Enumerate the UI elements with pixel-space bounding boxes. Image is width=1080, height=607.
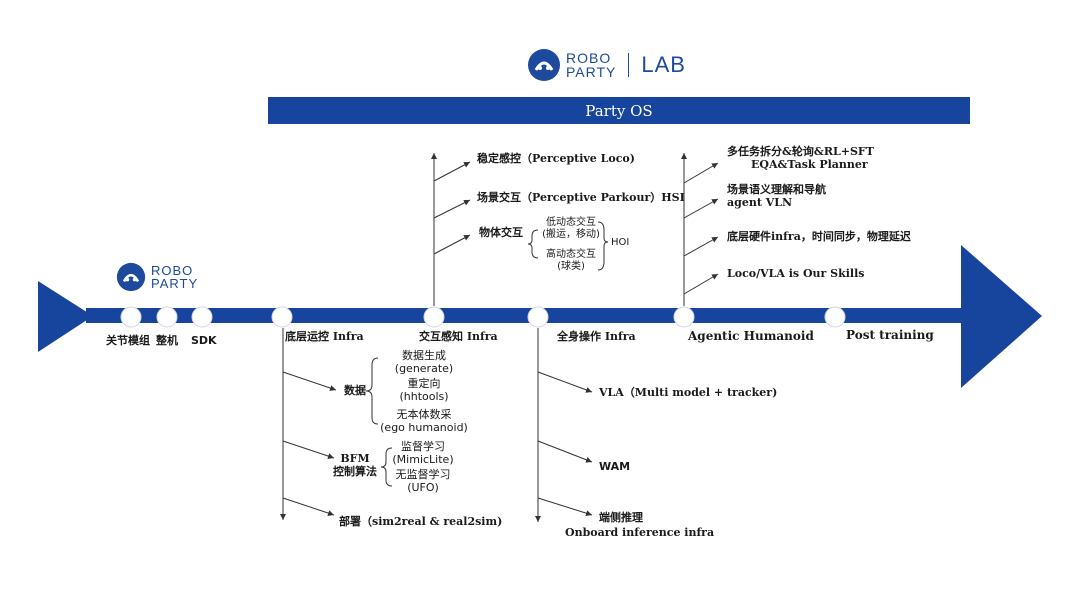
branch-onboard: [537, 497, 593, 517]
node-joint: [120, 306, 142, 328]
node-agentic: [673, 306, 695, 328]
bfm-item-title: 无监督学习: [395, 468, 451, 481]
branch-vln: [683, 198, 719, 219]
node-low-level: [271, 306, 293, 328]
data-item-sub: (ego humanoid): [380, 421, 468, 434]
agentic-item-planner: 多任务拆分&轮询&RL+SFT EQA&Task Planner: [727, 145, 874, 171]
party-os-bar: Party OS: [268, 97, 970, 124]
node-post-training: [824, 306, 846, 328]
timeline-bar: [86, 308, 966, 323]
bfm-label: BFM 控制算法: [328, 452, 382, 478]
node-sdk: [191, 306, 213, 328]
bfm-subtitle: 控制算法: [333, 465, 377, 478]
timeline-tail: [38, 281, 93, 352]
logo-divider: [628, 53, 630, 77]
branch-skills: [683, 273, 719, 295]
object-sub-detail: (搬运，移动): [542, 229, 600, 240]
object-sub-title: 低动态交互: [546, 217, 596, 228]
stage-label-sdk: SDK: [191, 334, 217, 347]
data-item-retarget: 重定向 (hhtools): [384, 377, 464, 403]
whole-body-item-wam: WAM: [599, 460, 631, 473]
interaction-item-parkour: 场景交互（Perceptive Parkour）HSI: [477, 191, 685, 204]
branch-parkour: [433, 199, 471, 219]
agentic-item-sub: EQA&Task Planner: [751, 158, 868, 171]
data-label: 数据: [344, 384, 366, 397]
whole-body-item-vla: VLA（Multi model + tracker): [599, 386, 778, 399]
hoi-label: HOI: [611, 237, 630, 248]
stage-label-low-level: 底层运控 Infra: [285, 330, 364, 343]
bfm-item-title: 监督学习: [401, 440, 445, 453]
whole-body-item-onboard-sub: Onboard inference infra: [565, 526, 715, 539]
agentic-item-vln: 场景语义理解和导航 agent VLN: [727, 183, 826, 209]
object-sub-high: 高动态交互 (球类): [538, 249, 604, 273]
node-whole-body: [527, 306, 549, 328]
branch-planner: [683, 162, 719, 184]
data-item-title: 数据生成: [402, 349, 446, 362]
hoi-brace: [597, 221, 609, 271]
object-sub-low: 低动态交互 (搬运，移动): [538, 217, 604, 241]
branch-deploy: [282, 497, 335, 516]
timeline-arrowhead: [961, 245, 1042, 388]
stage-label-joint: 关节模组: [106, 334, 150, 347]
object-brace: [527, 229, 539, 259]
object-sub-detail: (球类): [557, 261, 585, 272]
agentic-item-infra: 底层硬件infra，时间同步，物理延迟: [727, 230, 911, 243]
bfm-item-sub: (MimicLite): [392, 453, 454, 466]
bfm-item-supervised: 监督学习 (MimicLite): [388, 440, 458, 466]
bfm-item-sub: (UFO): [407, 481, 439, 494]
data-item-sub: (hhtools): [399, 390, 449, 403]
whole-body-item-onboard: 端侧推理: [599, 511, 643, 524]
stage-label-whole-body: 全身操作 Infra: [557, 330, 636, 343]
logo-party: PARTY: [566, 64, 617, 80]
branch-data: [282, 371, 337, 391]
object-sub-title: 高动态交互: [546, 249, 596, 260]
deploy-label: 部署（sim2real & real2sim): [339, 515, 503, 528]
timeline-logo: ROBO PARTY: [116, 262, 198, 292]
data-item-title: 重定向: [407, 377, 441, 390]
agentic-item-sub: agent VLN: [727, 196, 793, 209]
logo-robo: ROBO: [566, 50, 612, 66]
timeline-nodes: [120, 306, 846, 328]
branch-loco: [433, 161, 471, 182]
stage-label-post-training: Post training: [846, 328, 934, 342]
stage-label-interaction: 交互感知 Infra: [419, 330, 498, 343]
data-item-ego: 无本体数采 (ego humanoid): [374, 408, 474, 434]
branch-wam: [537, 440, 593, 463]
bfm-title: BFM: [340, 452, 370, 465]
branch-bfm: [282, 440, 335, 459]
agentic-item-title: 场景语义理解和导航: [727, 183, 826, 196]
branch-object: [433, 234, 471, 255]
agentic-item-title: 多任务拆分&轮询&RL+SFT: [727, 145, 874, 158]
agentic-item-skills: Loco/VLA is Our Skills: [727, 267, 865, 280]
robot-logo-icon: [116, 262, 146, 292]
robot-logo-icon: [528, 49, 560, 81]
bfm-item-unsupervised: 无监督学习 (UFO): [388, 468, 458, 494]
bfm-brace: [380, 447, 393, 487]
logo-lab: LAB: [641, 52, 686, 77]
top-logo: ROBO PARTY LAB: [527, 48, 686, 82]
interaction-item-loco: 稳定感控（Perceptive Loco): [477, 152, 635, 165]
data-item-sub: (generate): [394, 362, 454, 375]
stage-label-agentic: Agentic Humanoid: [688, 329, 814, 343]
data-brace: [365, 357, 379, 425]
data-item-title: 无本体数采: [396, 408, 452, 421]
logo-robo: ROBO: [151, 263, 194, 278]
node-whole-machine: [156, 306, 178, 328]
branch-infra: [683, 236, 719, 257]
object-interaction-label: 物体交互: [479, 226, 523, 239]
data-item-generate: 数据生成 (generate): [384, 349, 464, 375]
logo-party: PARTY: [151, 276, 199, 291]
node-interaction: [423, 306, 445, 328]
stage-label-whole-machine: 整机: [156, 334, 178, 347]
branch-vla: [537, 371, 593, 393]
